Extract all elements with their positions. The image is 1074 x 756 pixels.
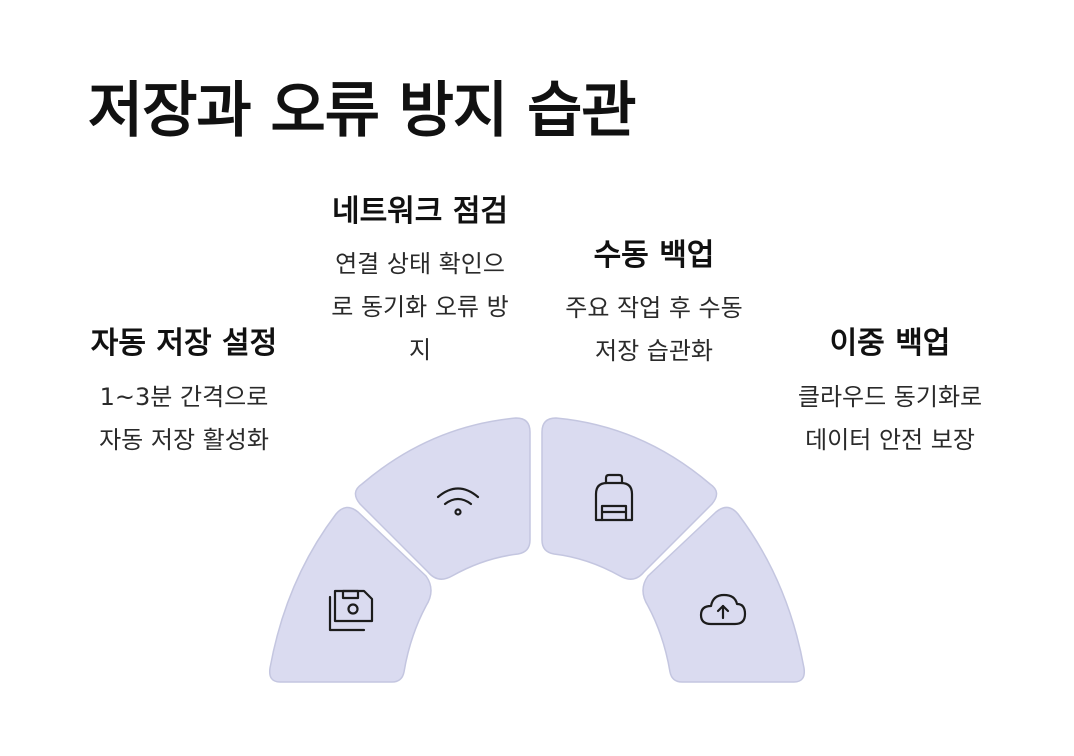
page-title: 저장과 오류 방지 습관 xyxy=(88,76,636,146)
segment-manual-backup xyxy=(541,417,718,580)
backpack-icon xyxy=(594,473,634,522)
description-line: 로 동기화 오류 방 xyxy=(331,293,509,321)
step-manual-backup: 수동 백업 주요 작업 후 수동 저장 습관화 xyxy=(554,230,754,373)
cloud-upload-icon xyxy=(699,593,747,626)
description-line: 저장 습관화 xyxy=(594,337,714,365)
description-line: 1~3분 간격으로 xyxy=(99,383,269,411)
floppy-disk-icon xyxy=(328,589,374,632)
step-network-check: 네트워크 점검 연결 상태 확인으 로 동기화 오류 방 지 xyxy=(320,186,520,372)
step-description: 클라우드 동기화로 데이터 안전 보장 xyxy=(790,376,990,462)
step-heading: 자동 저장 설정 xyxy=(90,326,278,361)
description-line: 데이터 안전 보장 xyxy=(805,426,975,454)
step-heading: 이중 백업 xyxy=(829,326,951,361)
segment-network-check xyxy=(354,417,531,580)
step-description: 연결 상태 확인으 로 동기화 오류 방 지 xyxy=(320,243,520,372)
description-line: 주요 작업 후 수동 xyxy=(565,294,743,322)
wifi-icon xyxy=(436,487,480,516)
segment-auto-save xyxy=(268,506,432,683)
step-auto-save: 자동 저장 설정 1~3분 간격으로 자동 저장 활성화 xyxy=(84,318,284,462)
step-heading: 네트워크 점검 xyxy=(331,194,509,229)
step-description: 1~3분 간격으로 자동 저장 활성화 xyxy=(84,376,284,462)
step-dual-backup: 이중 백업 클라우드 동기화로 데이터 안전 보장 xyxy=(790,318,990,462)
description-line: 자동 저장 활성화 xyxy=(99,426,269,454)
step-description: 주요 작업 후 수동 저장 습관화 xyxy=(554,287,754,373)
step-heading: 수동 백업 xyxy=(593,238,715,273)
description-line: 연결 상태 확인으 xyxy=(335,250,505,278)
description-line: 클라우드 동기화로 xyxy=(797,383,983,411)
description-line: 지 xyxy=(408,336,432,364)
